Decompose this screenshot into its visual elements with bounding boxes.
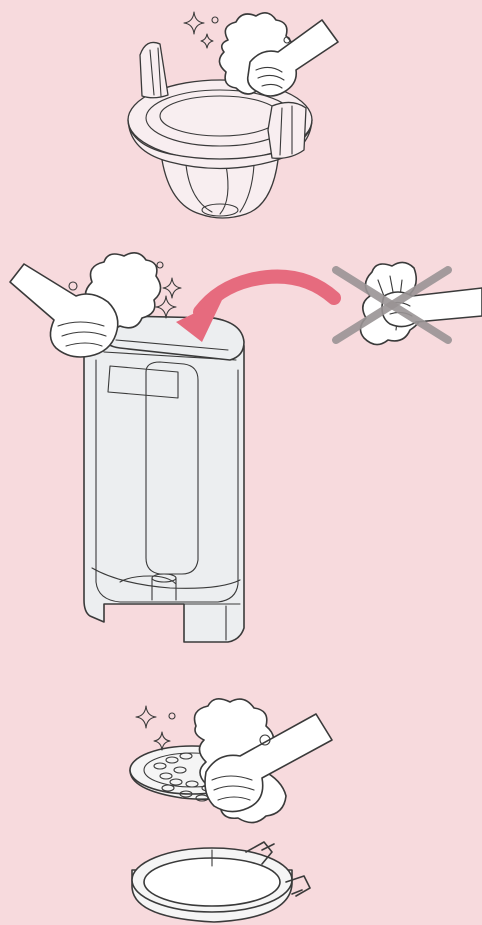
wrung-cloth-hand-icon — [360, 262, 482, 344]
water-tank-part — [84, 316, 244, 642]
drip-tray-part — [132, 842, 310, 922]
curved-arrow-icon — [176, 277, 334, 342]
step3-filter-and-tray-cleaning — [130, 699, 332, 922]
step1-funnel-washing — [128, 12, 338, 218]
step2-water-tank-cleaning — [10, 253, 482, 642]
